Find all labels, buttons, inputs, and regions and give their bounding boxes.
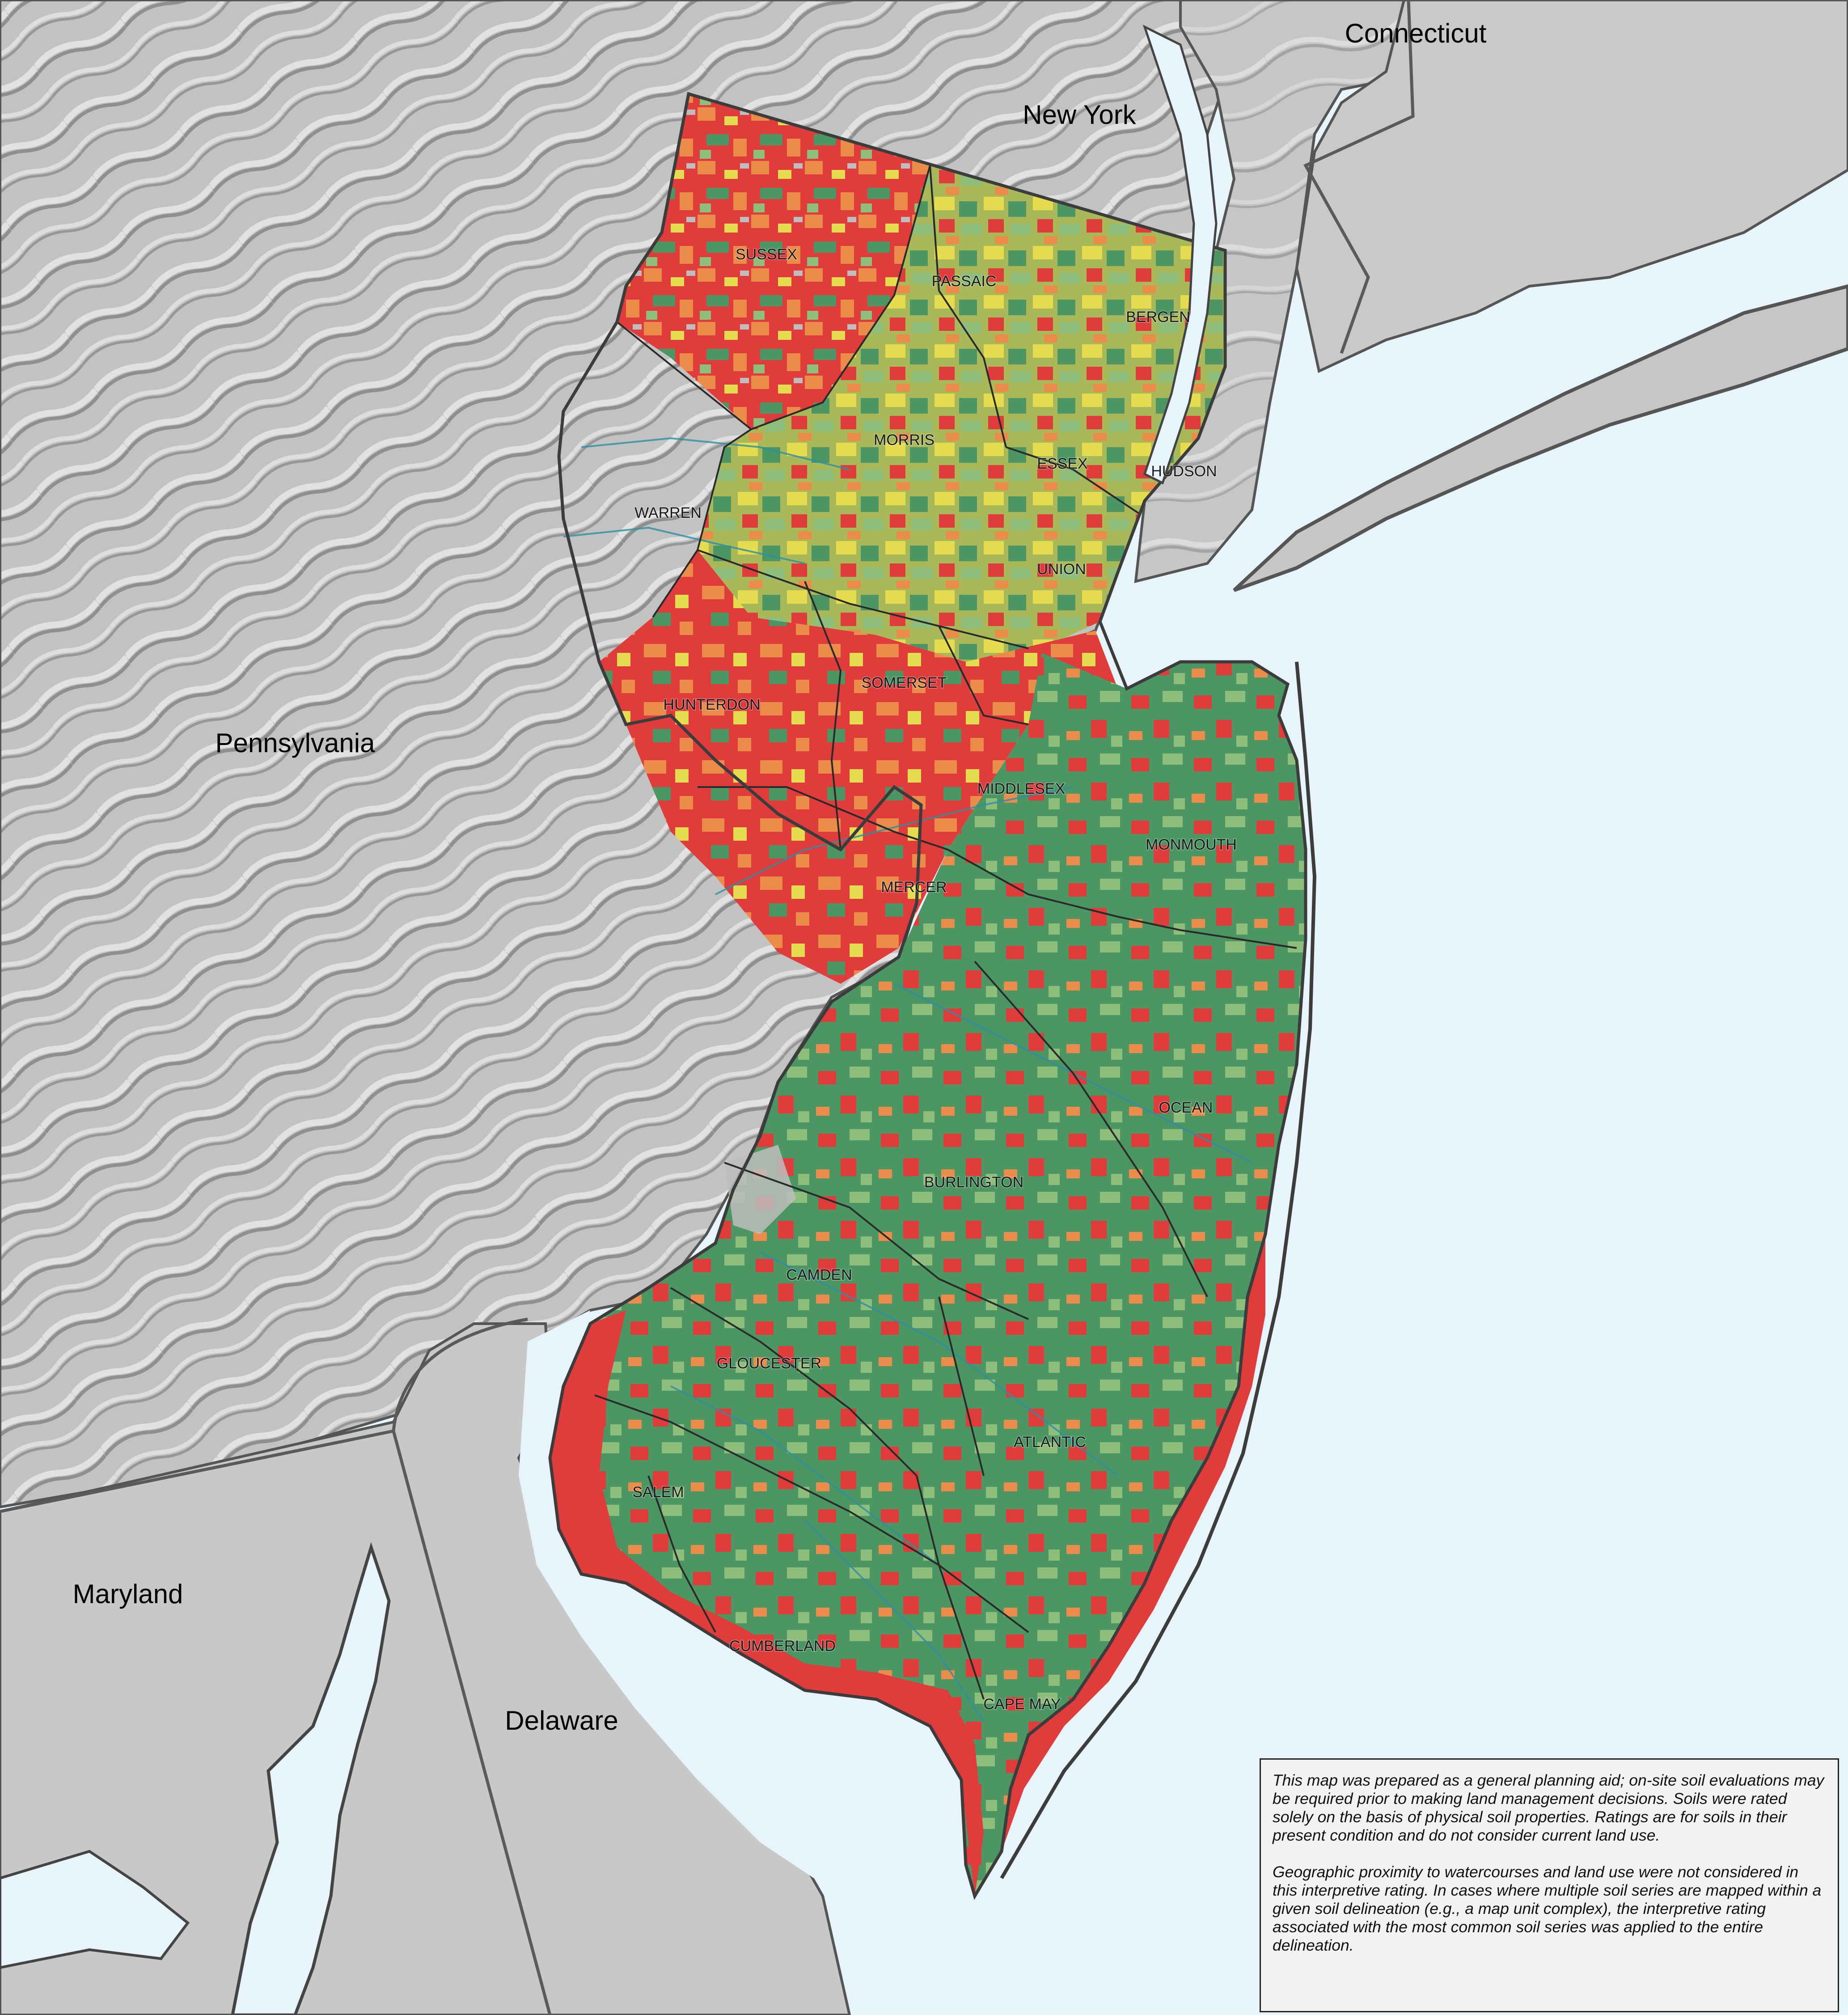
county-label-mercer: MERCER bbox=[881, 879, 947, 896]
soil-region-piedmont bbox=[599, 550, 1118, 984]
delaware-bay-water bbox=[519, 1310, 814, 1878]
county-label-warren: WARREN bbox=[634, 504, 702, 521]
state-label-pennsylvania: Pennsylvania bbox=[216, 728, 376, 758]
county-label-essex: ESSEX bbox=[1037, 455, 1087, 472]
state-label-maryland: Maryland bbox=[73, 1579, 183, 1609]
state-label-connecticut: Connecticut bbox=[1345, 18, 1487, 48]
hudson-river bbox=[1142, 25, 1218, 485]
county-label-monmouth: MONMOUTH bbox=[1146, 836, 1237, 853]
soil-unrated-urban bbox=[724, 1145, 796, 1234]
county-label-cape-may: CAPE MAY bbox=[983, 1696, 1061, 1713]
county-label-cumberland: CUMBERLAND bbox=[729, 1638, 836, 1655]
county-boundaries bbox=[594, 165, 1297, 1700]
barrier-islands bbox=[1000, 661, 1317, 1880]
county-label-union: UNION bbox=[1037, 561, 1086, 578]
county-label-morris: MORRIS bbox=[874, 432, 935, 449]
chesapeake-inlet bbox=[0, 1850, 190, 1969]
state-label-new-york: New York bbox=[1023, 100, 1136, 130]
county-label-somerset: SOMERSET bbox=[862, 674, 947, 691]
land-long-island bbox=[1233, 284, 1848, 592]
county-label-hunterdon: HUNTERDON bbox=[663, 696, 760, 713]
nj-outline bbox=[548, 92, 1307, 1900]
soil-fringe-delaware-bay bbox=[550, 1310, 984, 1896]
county-label-burlington: BURLINGTON bbox=[924, 1174, 1023, 1191]
soil-region-north bbox=[617, 94, 930, 429]
boundary-md-de bbox=[0, 1317, 552, 2015]
county-label-bergen: BERGEN bbox=[1126, 309, 1190, 326]
county-label-middlesex: MIDDLESEX bbox=[977, 780, 1066, 797]
county-label-ocean: OCEAN bbox=[1159, 1099, 1213, 1116]
county-label-salem: SALEM bbox=[632, 1484, 684, 1501]
disclaimer-paragraph-1: This map was prepared as a general plann… bbox=[1273, 1771, 1824, 1844]
nj-soil-regions bbox=[550, 94, 1306, 1896]
disclaimer-paragraph-2: Geographic proximity to watercourses and… bbox=[1273, 1863, 1822, 1954]
county-label-atlantic: ATLANTIC bbox=[1014, 1434, 1086, 1451]
disclaimer-box: This map was prepared as a general plann… bbox=[1260, 1758, 1839, 2012]
state-label-delaware: Delaware bbox=[505, 1706, 618, 1736]
land-connecticut bbox=[1295, 0, 1848, 373]
chesapeake-water bbox=[231, 1542, 391, 2015]
county-label-sussex: SUSSEX bbox=[736, 246, 797, 263]
county-label-gloucester: GLOUCESTER bbox=[717, 1355, 821, 1372]
soil-region-coastal bbox=[550, 653, 1306, 1896]
county-label-hudson: HUDSON bbox=[1151, 463, 1217, 480]
soil-region-highlands bbox=[698, 165, 1225, 662]
county-label-camden: CAMDEN bbox=[786, 1266, 852, 1283]
county-label-passaic: PASSAIC bbox=[932, 273, 997, 290]
boundary-ny-ct bbox=[1303, 0, 1415, 354]
